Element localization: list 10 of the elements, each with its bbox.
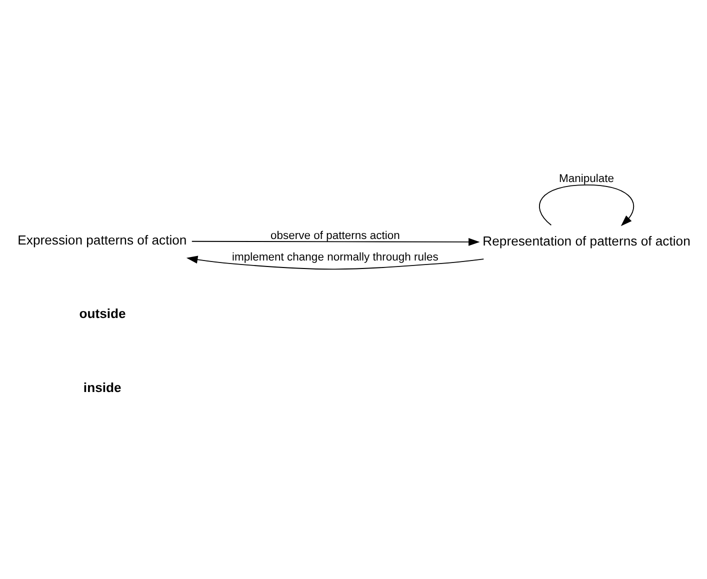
arrow	[191, 238, 480, 246]
label: outside	[79, 306, 126, 321]
node-text: Representation of patterns of action	[482, 234, 690, 249]
edge-label: Manipulate	[559, 172, 614, 185]
node-text: Expression patterns of action	[18, 232, 187, 248]
arrow	[538, 184, 634, 226]
label: inside	[83, 380, 122, 395]
edge-label: implement change normally through rules	[232, 252, 438, 264]
arrow	[186, 256, 484, 270]
edge-label: observe of patterns action	[270, 230, 400, 242]
